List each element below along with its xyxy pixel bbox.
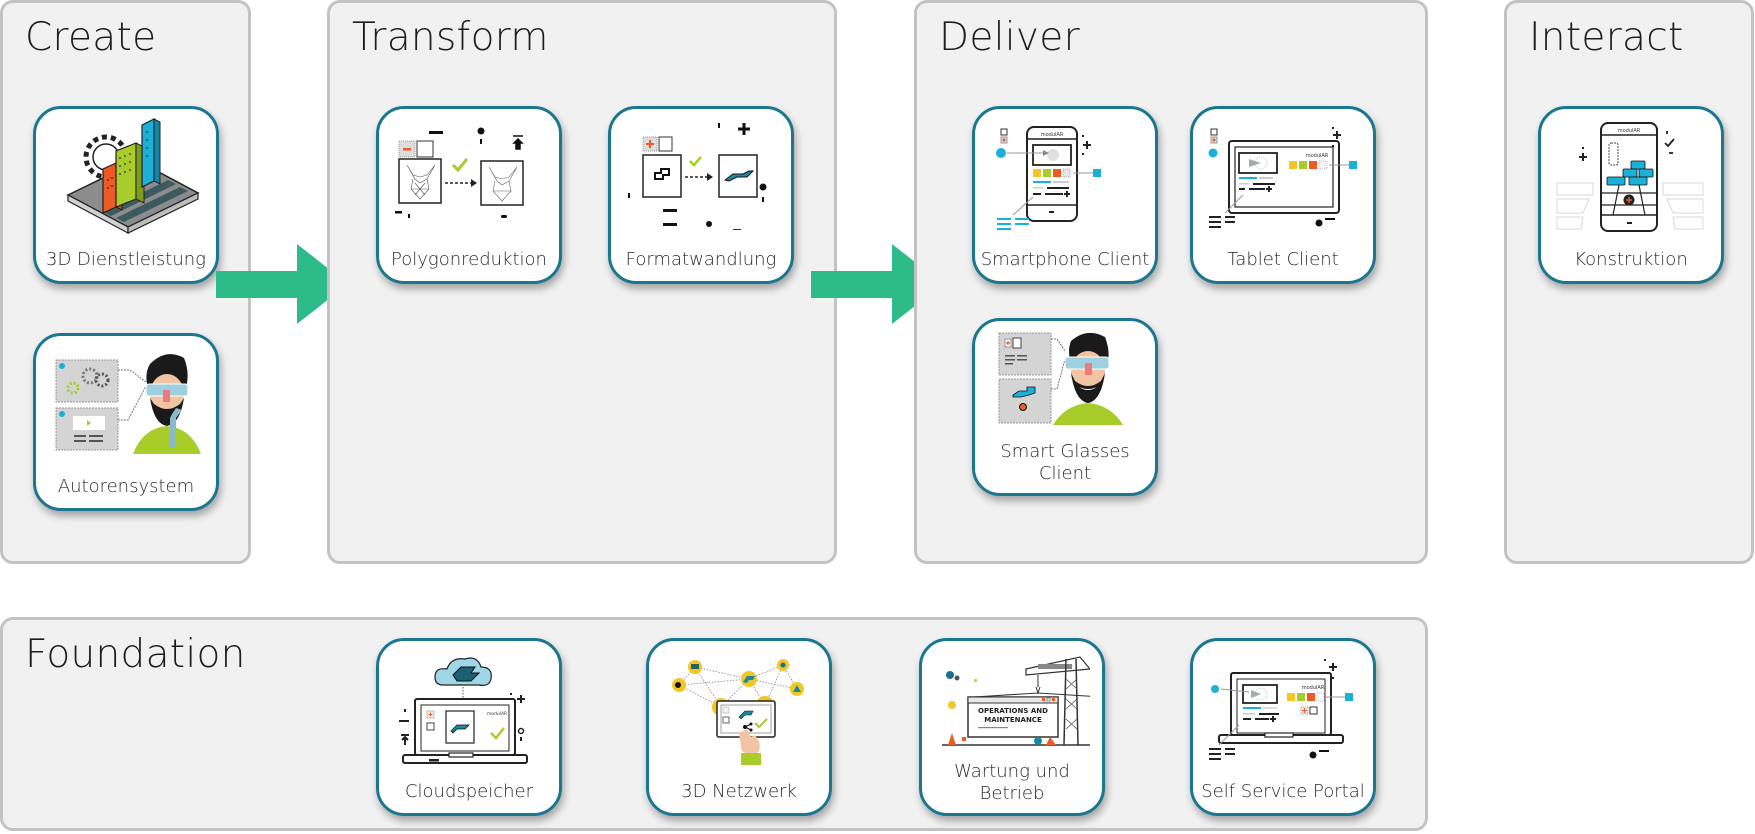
city-buildings-icon xyxy=(66,118,200,234)
card-label: 3D Dienstleistung xyxy=(46,249,206,270)
panel-deliver: Deliver modulAR xyxy=(914,0,1428,564)
brand-logo: modulAR xyxy=(1041,132,1064,138)
network-tablet-icon xyxy=(672,659,804,765)
card-label: Smart Glasses Client xyxy=(975,441,1155,485)
card-label: Smartphone Client xyxy=(980,249,1150,270)
card-label-line1: Smart Glasses xyxy=(1000,441,1130,462)
card-label: Polygonreduktion xyxy=(391,249,547,270)
card-self-service-portal[interactable]: modulAR Self Service Portal xyxy=(1190,638,1376,816)
panel-transform: Transform Pol xyxy=(327,0,837,564)
author-glasses-man-icon xyxy=(55,354,201,454)
panel-foundation: Foundation modulAR Cloudspeicher xyxy=(0,617,1428,831)
card-formatwandlung[interactable]: Formatwandlung xyxy=(608,106,794,284)
smartphone-icon: modulAR xyxy=(996,126,1101,230)
crane-maintenance-icon: OPERATIONS AND MAINTENANCE xyxy=(942,656,1090,746)
card-polygonreduktion[interactable]: Polygonreduktion xyxy=(376,106,562,284)
card-label-line2: Client xyxy=(1038,463,1092,484)
panel-title-create: Create xyxy=(25,15,157,60)
panel-title-deliver: Deliver xyxy=(939,15,1080,60)
sign-text: OPERATIONS AND xyxy=(978,707,1048,715)
card-label: Formatwandlung xyxy=(625,249,777,270)
card-label: Wartung und Betrieb xyxy=(922,761,1102,805)
cloud-laptop-icon: modulAR xyxy=(399,657,528,764)
card-konstruktion[interactable]: modulAR Konstruktion xyxy=(1538,106,1724,284)
card-label-line2: Betrieb xyxy=(979,783,1045,804)
card-label: Tablet Client xyxy=(1227,249,1339,270)
card-tablet-client[interactable]: modulAR Tablet Client xyxy=(1190,106,1376,284)
card-3d-dienstleistung[interactable]: 3D Dienstleistung xyxy=(33,106,219,284)
brand-logo: modulAR xyxy=(487,711,507,717)
panel-create: Create 3D Dienstleistung xyxy=(0,0,251,564)
card-label-line1: Wartung und xyxy=(954,761,1070,782)
card-3d-netzwerk[interactable]: 3D Netzwerk xyxy=(646,638,832,816)
card-label: 3D Netzwerk xyxy=(681,781,797,802)
panel-title-transform: Transform xyxy=(352,15,549,60)
tablet-icon: modulAR xyxy=(1208,127,1357,228)
brand-logo: modulAR xyxy=(1302,685,1325,691)
panel-interact: Interact modulAR xyxy=(1504,0,1754,564)
card-wartung-und-betrieb[interactable]: OPERATIONS AND MAINTENANCE Wartung und B… xyxy=(919,638,1105,816)
polygon-rabbit-icon xyxy=(395,127,524,218)
card-label: Self Service Portal xyxy=(1201,781,1365,802)
card-cloudspeicher[interactable]: modulAR Cloudspeicher xyxy=(376,638,562,816)
card-label: Konstruktion xyxy=(1574,249,1688,270)
brand-logo: modulAR xyxy=(1306,153,1329,159)
flow-arrow-icon xyxy=(811,244,943,324)
sign-text: MAINTENANCE xyxy=(984,716,1042,724)
smart-glasses-man-icon xyxy=(998,332,1123,425)
brand-logo: modulAR xyxy=(1618,128,1641,134)
card-label: Autorensystem xyxy=(57,476,195,497)
laptop-portal-icon: modulAR xyxy=(1209,659,1353,760)
panel-title-interact: Interact xyxy=(1529,15,1684,60)
card-smart-glasses-client[interactable]: Smart Glasses Client xyxy=(972,318,1158,496)
card-smartphone-client[interactable]: modulAR Smartphone Client xyxy=(972,106,1158,284)
format-convert-icon xyxy=(628,123,767,230)
panel-title-foundation: Foundation xyxy=(25,632,246,677)
phone-construction-icon: modulAR xyxy=(1556,122,1704,232)
flow-arrow-icon xyxy=(216,244,348,324)
card-autorensystem[interactable]: Autorensystem xyxy=(33,333,219,511)
card-label: Cloudspeicher xyxy=(404,781,534,802)
